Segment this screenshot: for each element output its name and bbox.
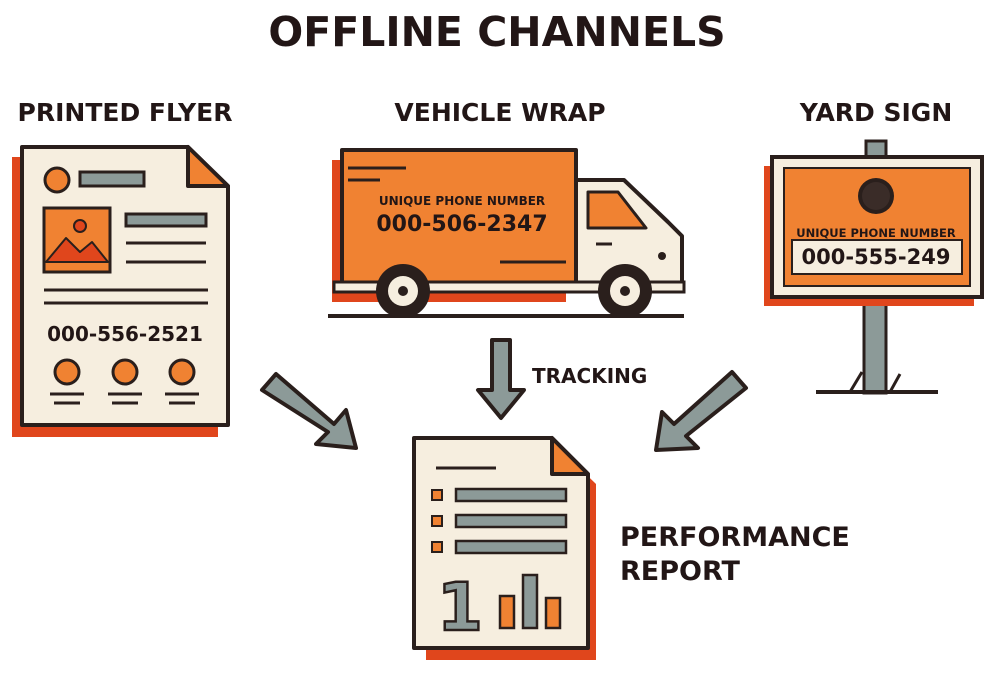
flyer-image-icon <box>42 206 112 274</box>
truck-icon: UNIQUE PHONE NUMBER 000-506-2347 <box>328 148 686 318</box>
sign-phone-number: 000-555-249 <box>802 245 951 269</box>
sign-caption: UNIQUE PHONE NUMBER <box>796 226 956 240</box>
channel-label-yard-sign: YARD SIGN <box>799 98 953 127</box>
arrow-sign-to-report-icon <box>654 370 748 452</box>
report-label-line1: PERFORMANCE <box>620 522 850 553</box>
flyer-phone-number: 000-556-2521 <box>47 322 203 346</box>
truck-phone-number: 000-506-2347 <box>376 212 547 237</box>
report-document-icon: 1 <box>412 436 596 660</box>
arrow-flyer-to-report-icon <box>260 372 358 450</box>
truck-caption: UNIQUE PHONE NUMBER <box>379 194 545 208</box>
report-digit: 1 <box>437 569 483 646</box>
channel-label-printed-flyer: PRINTED FLYER <box>18 98 233 127</box>
diagram-title: OFFLINE CHANNELS <box>268 8 725 56</box>
report-label-line2: REPORT <box>620 556 741 587</box>
flyer-icon: 000-556-2521 <box>12 145 230 437</box>
yard-sign-icon: UNIQUE PHONE NUMBER 000-555-249 <box>764 139 984 395</box>
channel-label-vehicle-wrap: VEHICLE WRAP <box>394 98 605 127</box>
tracking-label: TRACKING <box>532 364 647 388</box>
arrow-truck-to-report-icon <box>476 338 526 420</box>
